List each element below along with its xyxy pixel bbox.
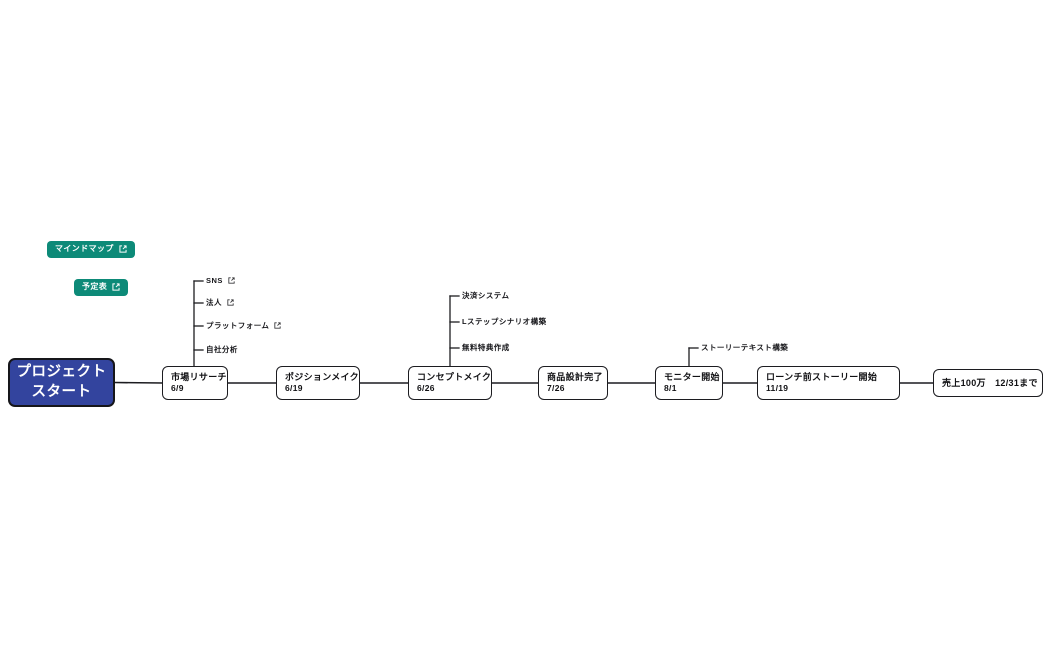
branch-corporate[interactable]: 法人 bbox=[206, 299, 234, 307]
branch-self-analysis[interactable]: 自社分析 bbox=[206, 346, 238, 354]
node-title: 商品設計完了 bbox=[547, 372, 603, 383]
branch-label-text: SNS bbox=[206, 276, 223, 285]
branch-platform[interactable]: プラットフォーム bbox=[206, 322, 281, 330]
branch-label-text: 無料特典作成 bbox=[462, 343, 510, 352]
external-link-icon bbox=[227, 299, 234, 306]
node-date: 7/26 bbox=[547, 383, 565, 394]
start-node[interactable]: プロジェクトスタート bbox=[8, 358, 115, 407]
branch-free-bonus[interactable]: 無料特典作成 bbox=[462, 344, 510, 352]
node-title: 売上100万 12/31まで bbox=[942, 377, 1038, 388]
node-date: 6/26 bbox=[417, 383, 435, 394]
chip-schedule[interactable]: 予定表 bbox=[74, 279, 129, 296]
node-date: 6/9 bbox=[171, 383, 184, 394]
branch-lstep-scenario[interactable]: Lステップシナリオ構築 bbox=[462, 318, 547, 326]
branch-label-text: 決済システム bbox=[462, 291, 510, 300]
spine-segment bbox=[114, 381, 163, 384]
external-link-icon bbox=[119, 245, 127, 253]
branch-sns[interactable]: SNS bbox=[206, 277, 235, 285]
branch-label-text: 法人 bbox=[206, 298, 222, 307]
node-title: ローンチ前ストーリー開始 bbox=[766, 372, 878, 383]
branch-label-text: プラットフォーム bbox=[206, 321, 270, 330]
node-date: 6/19 bbox=[285, 383, 303, 394]
node-date: 11/19 bbox=[766, 383, 789, 394]
node-date: 8/1 bbox=[664, 383, 677, 394]
chip-label: マインドマップ bbox=[55, 244, 114, 253]
start-node-line1: プロジェクト bbox=[16, 363, 107, 380]
external-link-icon bbox=[274, 322, 281, 329]
node-title: 市場リサーチ bbox=[171, 372, 227, 383]
start-node-line2: スタート bbox=[31, 383, 92, 400]
branch-payment-system[interactable]: 決済システム bbox=[462, 292, 509, 300]
external-link-icon bbox=[112, 283, 120, 291]
external-link-icon bbox=[228, 277, 235, 284]
chip-label: 予定表 bbox=[82, 282, 108, 291]
branch-label-text: ストーリーテキスト構築 bbox=[701, 343, 789, 352]
chip-mindmap[interactable]: マインドマップ bbox=[47, 241, 135, 258]
node-title: コンセプトメイク bbox=[417, 372, 492, 383]
branch-label-text: 自社分析 bbox=[206, 345, 238, 354]
node-title: ポジションメイク bbox=[285, 372, 359, 383]
node-goal[interactable]: 売上100万 12/31まで bbox=[933, 369, 1043, 397]
branch-story-text[interactable]: ストーリーテキスト構築 bbox=[701, 344, 788, 352]
branch-label-text: Lステップシナリオ構築 bbox=[462, 317, 547, 326]
node-title: モニター開始 bbox=[664, 372, 720, 383]
